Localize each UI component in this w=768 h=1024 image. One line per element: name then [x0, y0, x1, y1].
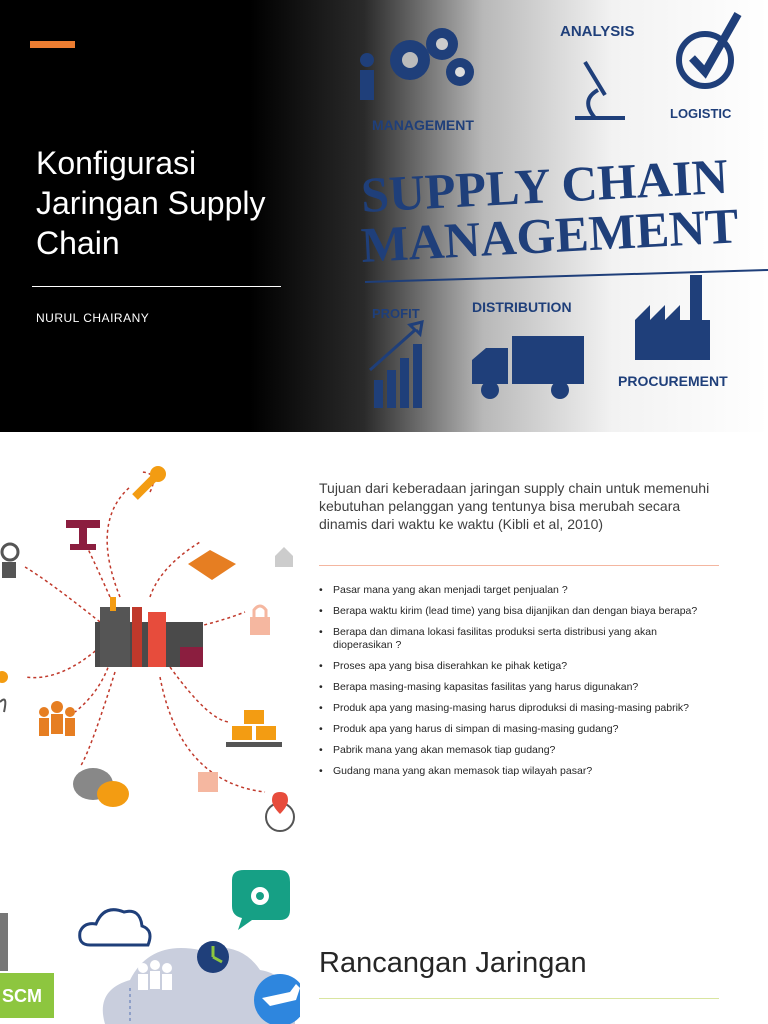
press-tool-icon [66, 520, 100, 550]
intro-divider [319, 565, 719, 566]
inspector-icon [0, 542, 20, 578]
title-divider [32, 286, 281, 287]
stopwatch-icon [197, 941, 229, 973]
network-illustration [0, 466, 295, 832]
list-item: Produk apa yang masing-masing harus dipr… [319, 702, 719, 715]
list-item: Berapa dan dimana lokasi fasilitas produ… [319, 626, 719, 652]
grey-bar [0, 913, 8, 971]
scm-badge-label: SCM [2, 986, 42, 1006]
profit-label: PROFIT [372, 306, 420, 321]
handshake-icon [188, 550, 236, 580]
plane-icon [262, 984, 300, 1006]
factory-icon [635, 275, 710, 360]
cloud-outline-icon [78, 908, 152, 947]
people-icon [138, 960, 172, 990]
distribution-label: DISTRIBUTION [472, 299, 572, 315]
objectives-slide: Tujuan dari keberadaan jaringan supply c… [0, 432, 768, 860]
truck-icon [472, 336, 584, 399]
house-icon [275, 547, 293, 567]
intro-paragraph: Tujuan dari keberadaan jaringan supply c… [319, 480, 710, 532]
gear-chat-icon [232, 870, 290, 930]
checkmark-icon [676, 12, 742, 89]
management-small-label: MANAGEMENT [372, 117, 474, 133]
list-item: Berapa masing-masing kapasitas fasilitas… [319, 681, 719, 694]
author-name: NURUL CHAIRANY [36, 311, 150, 325]
list-item: Gudang mana yang akan memasok tiap wilay… [319, 765, 719, 778]
factory-icon [95, 597, 203, 667]
gears-icon [360, 28, 474, 100]
packages-icon [226, 710, 282, 747]
heading-divider [319, 998, 719, 999]
people-group-icon [39, 701, 75, 736]
logistic-label: LOGISTIC [670, 106, 732, 121]
accent-bar [30, 41, 75, 48]
list-item: Proses apa yang bisa diserahkan ke pihak… [319, 660, 719, 673]
analysis-label: ANALYSIS [560, 23, 634, 40]
chat-bubbles-icon [73, 768, 129, 807]
question-list: Pasar mana yang akan menjadi target penj… [319, 584, 719, 786]
list-item: Pasar mana yang akan menjadi target penj… [319, 584, 719, 597]
slide-heading: Rancangan Jaringan [319, 947, 587, 979]
wrench-icon [132, 466, 166, 500]
cloud-network-illustration: SCM [0, 870, 300, 1024]
microscope-icon [575, 60, 625, 120]
lock-icon [250, 604, 270, 635]
scm-badge [0, 973, 54, 1018]
puzzle-piece-icon [198, 772, 218, 792]
slide-title: Konfigurasi Jaringan Supply Chain [36, 145, 266, 261]
partial-icons [0, 671, 8, 713]
title-slide: MANAGEMENT ANALYSIS LOGISTIC SUPPLY CHAI… [0, 0, 768, 432]
list-item: Pabrik mana yang akan memasok tiap gudan… [319, 744, 719, 757]
list-item: Berapa waktu kirim (lead time) yang bisa… [319, 605, 719, 618]
headline-underline [364, 269, 768, 283]
list-item: Produk apa yang harus di simpan di masin… [319, 723, 719, 736]
globe-pin-icon [265, 792, 295, 832]
supply-chain-illustration: MANAGEMENT ANALYSIS LOGISTIC SUPPLY CHAI… [250, 0, 768, 432]
bar-growth-icon [369, 319, 424, 408]
network-design-slide: SCM Rancangan Jaringan [0, 860, 768, 1024]
procurement-label: PROCUREMENT [618, 373, 728, 389]
